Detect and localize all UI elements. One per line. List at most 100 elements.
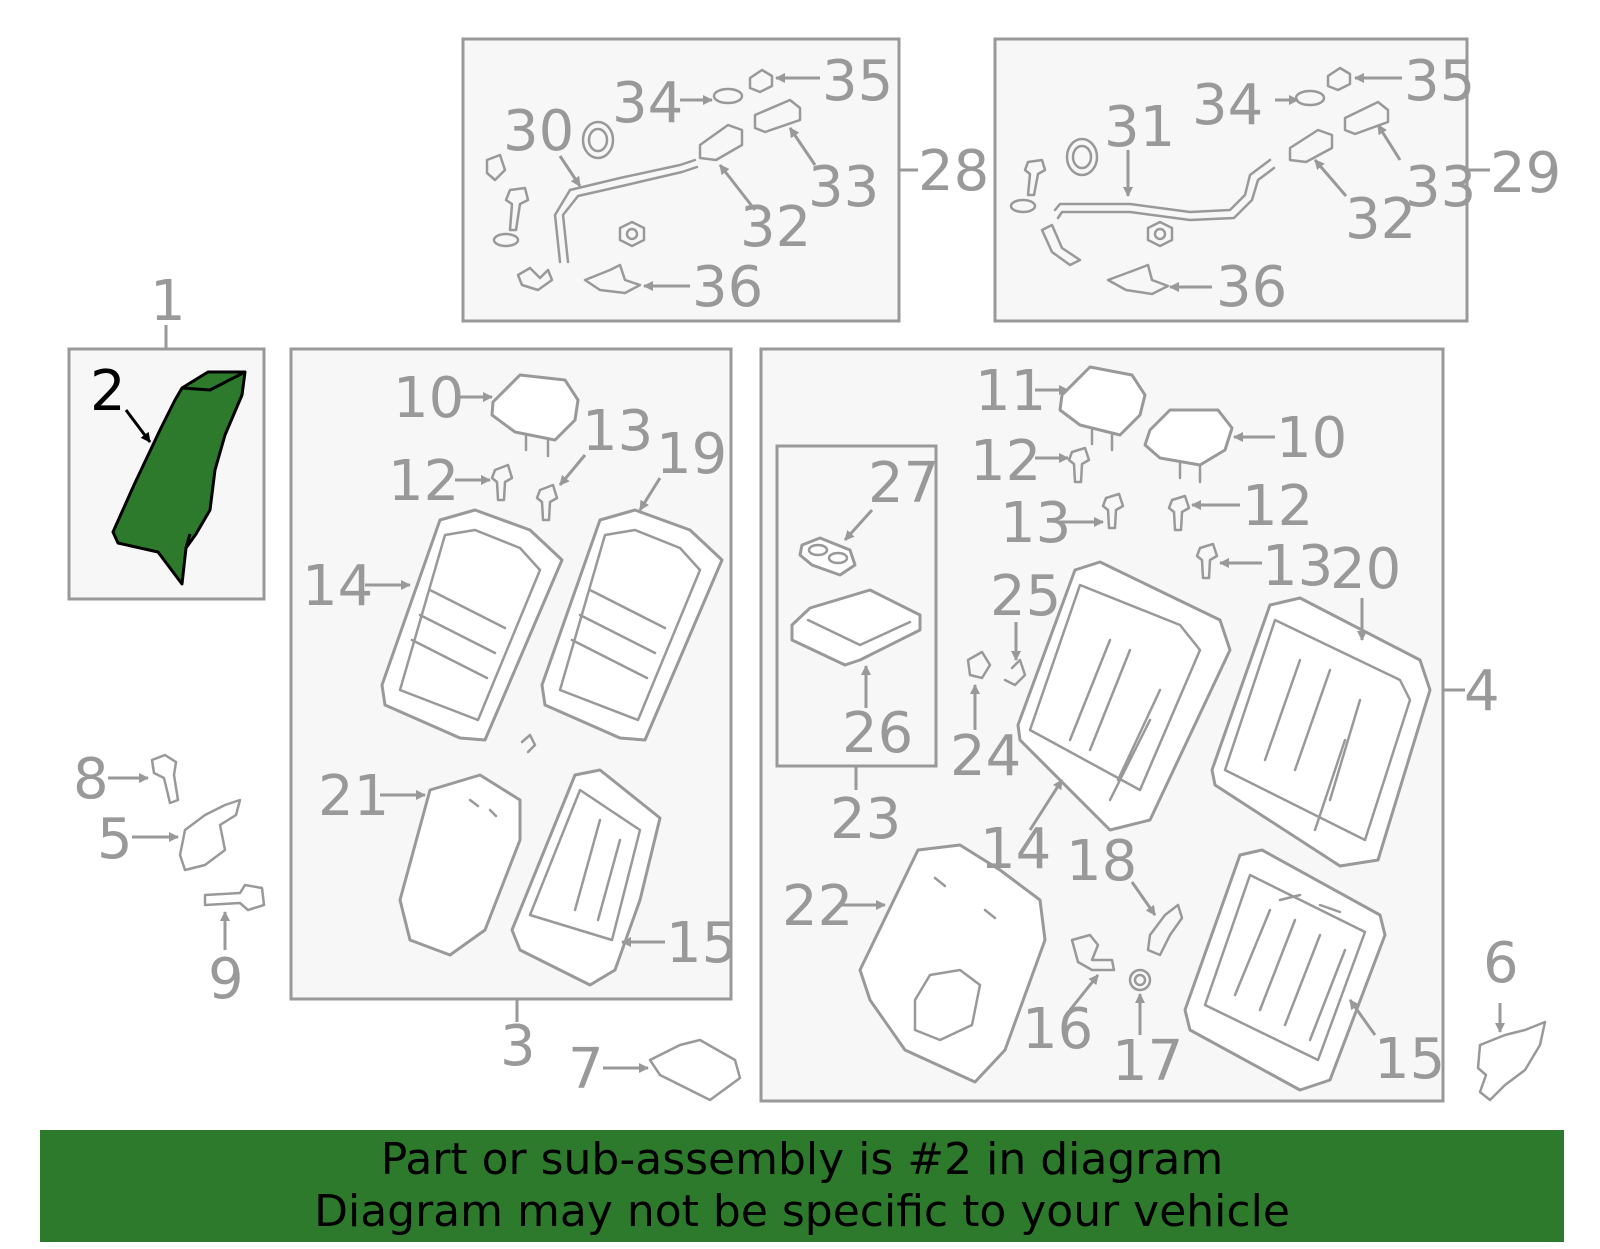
label-4: 4 [1464, 659, 1500, 724]
part-26-armrest [790, 588, 922, 667]
leader-14b [1028, 779, 1064, 831]
part-grommet-inner [587, 127, 609, 153]
label-30: 30 [503, 99, 574, 164]
leader-33b [1376, 124, 1402, 161]
label-5: 5 [97, 807, 133, 872]
label-36b: 36 [1216, 255, 1287, 320]
part-22-panel [858, 843, 1047, 1084]
banner-line-2: Diagram may not be specific to your vehi… [314, 1186, 1290, 1237]
box-29-assembly [993, 37, 1469, 323]
part-13-pin-c [1195, 542, 1219, 580]
part-14-seatback-left [380, 508, 564, 742]
part-19-seatback-right [540, 508, 724, 742]
label-33a: 33 [808, 155, 879, 220]
label-19: 19 [656, 422, 727, 487]
part-30-rod [553, 158, 699, 264]
leader-16 [1068, 974, 1100, 1011]
banner-line-1: Part or sub-assembly is #2 in diagram [380, 1134, 1224, 1185]
label-10a: 10 [393, 366, 464, 431]
label-13c: 13 [1262, 534, 1333, 599]
label-7: 7 [568, 1037, 604, 1102]
part-15-frame-a [510, 768, 662, 987]
label-28: 28 [918, 139, 989, 204]
label-33b: 33 [1405, 155, 1476, 220]
part-27-cupholder [798, 536, 857, 577]
label-14b: 14 [980, 817, 1051, 882]
part-pin-b [1023, 158, 1047, 197]
part-9-bolt [203, 883, 266, 912]
leader-32b [1313, 159, 1348, 197]
leader-2 [124, 409, 152, 443]
label-25: 25 [990, 564, 1061, 629]
part-25-clip [1003, 658, 1027, 687]
part-grommet-b-inner [1071, 144, 1093, 170]
part-33b-cover [1343, 100, 1390, 136]
leader-13a [558, 454, 587, 486]
label-9: 9 [208, 947, 244, 1012]
part-32-bracket [698, 123, 744, 162]
part-2-highlighted[interactable] [111, 370, 247, 586]
part-33-cover [753, 98, 802, 134]
label-35a: 35 [822, 49, 893, 114]
part-pin-a [504, 186, 530, 232]
part-washer-b [1009, 198, 1037, 214]
leader-18 [1130, 881, 1157, 916]
part-10-headrest-b [1143, 408, 1234, 484]
label-27: 27 [868, 451, 939, 516]
part-12-pin-b [1067, 446, 1091, 484]
label-15b: 15 [1374, 1027, 1445, 1092]
part-8-bolt [150, 753, 180, 805]
part-20-seatback [1210, 596, 1432, 868]
part-35-cap [748, 68, 774, 94]
label-31: 31 [1104, 95, 1175, 160]
part-clip-a [485, 153, 507, 182]
part-5-bracket [178, 798, 242, 872]
part-13-pin-b [1101, 492, 1125, 530]
part-bracket-b [1040, 223, 1082, 267]
leader-30 [558, 155, 582, 187]
part-washer-a [492, 232, 520, 248]
part-grommet [581, 120, 615, 160]
label-21: 21 [318, 764, 389, 829]
part-grommet-b [1065, 137, 1099, 177]
label-1: 1 [150, 269, 186, 334]
part-15-frame-b [1183, 848, 1387, 1092]
label-16: 16 [1022, 997, 1093, 1062]
label-2: 2 [90, 359, 126, 424]
label-8: 8 [73, 747, 109, 812]
part-31-rod [1053, 158, 1276, 222]
part-clip-c [520, 733, 537, 754]
part-bracket-a [516, 266, 554, 292]
label-18: 18 [1066, 829, 1137, 894]
label-12b: 12 [970, 429, 1041, 494]
part-11-headrest [1058, 365, 1147, 452]
part-17-nut-hole [1133, 973, 1147, 987]
part-34-clip [712, 87, 744, 105]
leader-15b [1348, 999, 1377, 1036]
label-26: 26 [842, 701, 913, 766]
part-nut-b-hole [1153, 227, 1167, 241]
label-3: 3 [500, 1014, 536, 1079]
label-36a: 36 [692, 255, 763, 320]
part-6-bracket [1476, 1020, 1547, 1102]
part-10-headrest-a [490, 373, 580, 458]
part-24-clip [966, 650, 992, 680]
part-12-pin-c [1167, 494, 1191, 532]
part-17-nut [1128, 968, 1152, 992]
leader-32a [718, 164, 757, 211]
part-nut-a-hole [625, 227, 639, 241]
label-32a: 32 [740, 195, 811, 260]
part-12-pin-a [490, 463, 514, 502]
part-21-panel [398, 773, 522, 957]
part-18-bracket [1146, 903, 1184, 957]
part-36b-bracket [1106, 263, 1170, 296]
part-nut-b [1146, 220, 1174, 248]
part-36-bracket-a [583, 263, 642, 295]
label-6: 6 [1483, 931, 1519, 996]
part-35b-cap [1326, 66, 1352, 92]
part-7-bracket [648, 1038, 742, 1102]
label-14a: 14 [302, 554, 373, 619]
label-20: 20 [1330, 537, 1401, 602]
label-23: 23 [830, 787, 901, 852]
